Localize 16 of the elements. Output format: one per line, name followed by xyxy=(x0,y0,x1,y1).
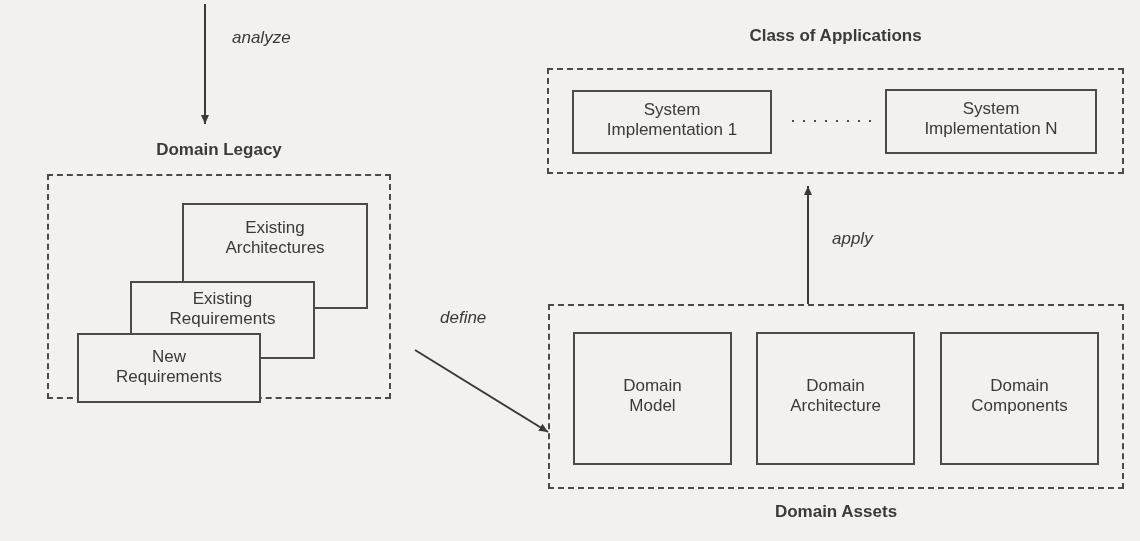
group-heading: Domain Legacy xyxy=(155,140,283,160)
group-heading: Class of Applications xyxy=(748,26,923,46)
component-box: New Requirements xyxy=(77,333,261,403)
edge-label: analyze xyxy=(232,28,291,48)
arrow xyxy=(201,3,209,125)
component-box: System Implementation N xyxy=(885,89,1097,154)
group-heading: Domain Assets xyxy=(773,502,899,522)
arrow xyxy=(414,349,549,433)
component-box: Existing Requirements xyxy=(130,281,315,333)
arrow xyxy=(804,185,812,305)
component-box: Domain Architecture xyxy=(756,332,915,465)
component-box: System Implementation 1 xyxy=(572,90,772,154)
component-box: Domain Components xyxy=(940,332,1099,465)
edge-label: apply xyxy=(832,229,873,249)
component-box: Existing Architectures xyxy=(182,203,368,281)
component-box: Domain Model xyxy=(573,332,732,465)
